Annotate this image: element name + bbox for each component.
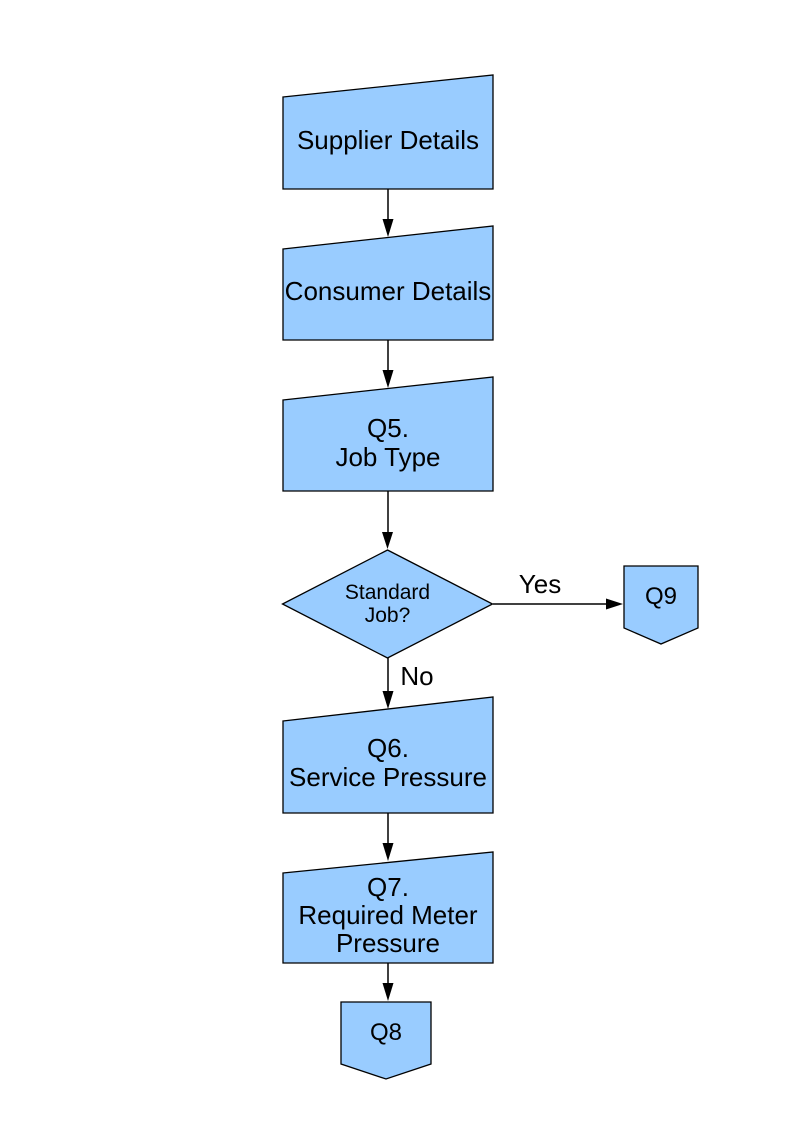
label-line: Consumer Details [284,276,492,306]
arrow-head [382,219,394,237]
q8-connector-shape [340,1001,432,1080]
q7-required-meter-pressure-node-shape [282,851,494,964]
label-line: Required Meter [298,899,478,930]
label-line: Q8 [369,1019,402,1046]
flowchart-nodes [281,74,699,1080]
standard-job-decision-shape [281,549,494,659]
arrow-head [382,532,393,549]
label-line: Q5. [367,412,409,443]
arrow-q6-to-q7 [382,813,394,861]
arrow-q7-to-q8 [382,963,394,1001]
flow-arrows [382,189,623,1001]
q9-connector-label: Q9 [624,566,698,628]
q7-required-meter-pressure-label: Q7. Required Meter Pressure [283,866,493,963]
label-line: Standard [344,581,431,604]
yes-edge-label: Yes [505,570,575,598]
arrow-head [382,983,394,1001]
q8-connector-label: Q8 [341,1002,431,1064]
label-line: Q6. [367,733,409,763]
arrow-decision-no-to-q6 [382,658,394,709]
standard-job-decision-label: Standard Job? [302,560,473,648]
q9-connector-shape [623,565,699,645]
arrow-supplier-to-consumer [382,189,394,237]
consumer-details-node-shape [282,225,494,341]
supplier-details-node-shape [282,74,494,190]
label-line: Q7. [367,871,409,902]
supplier-details-label: Supplier Details [283,92,493,189]
label-line: Pressure [335,927,441,958]
label-line: Yes [518,569,562,599]
arrow-consumer-to-q5 [382,340,394,388]
label-line: Service Pressure [289,762,487,792]
consumer-details-label: Consumer Details [283,243,493,340]
q6-service-pressure-node-shape [282,696,494,814]
label-line: Job Type [335,441,441,472]
q5-job-type-node-shape [282,376,494,492]
arrow-decision-yes-to-q9 [493,598,623,610]
arrow-head [606,598,623,610]
no-edge-label: No [397,662,437,690]
label-line: Job? [364,604,411,627]
arrow-head [382,691,394,709]
label-line: Supplier Details [296,125,480,155]
arrow-head [382,370,394,388]
arrow-q5-to-decision [382,491,393,549]
q6-service-pressure-label: Q6. Service Pressure [283,713,493,813]
arrow-head [382,843,394,861]
label-line: Q9 [644,583,677,610]
q5-job-type-label: Q5. Job Type [283,394,493,491]
label-line: No [400,661,434,691]
